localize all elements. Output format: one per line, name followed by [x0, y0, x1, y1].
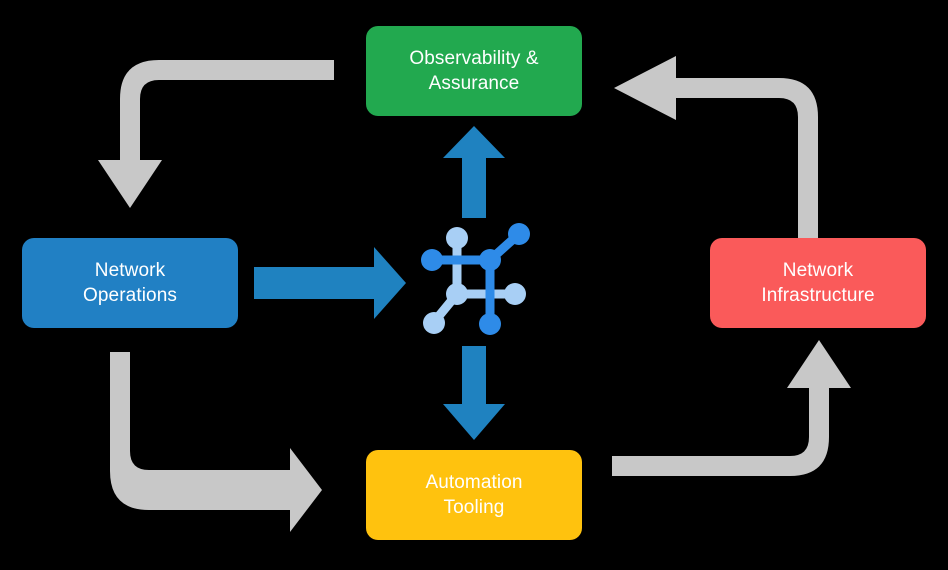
connector-center-to-automation [443, 346, 505, 440]
topology-nodes-light [423, 227, 526, 334]
topology-nodes-dark [421, 223, 530, 335]
node-label-infrastructure: Network Infrastructure [761, 259, 875, 306]
node-label-operations: Network Operations [83, 259, 177, 306]
connector-automation-to-infrastructure [612, 340, 851, 476]
node-box-infrastructure[interactable]: Network Infrastructure [710, 238, 926, 328]
node-box-observability[interactable]: Observability & Assurance [366, 26, 582, 116]
connector-operations-to-center [254, 247, 406, 319]
node-box-operations[interactable]: Network Operations [22, 238, 238, 328]
connector-infrastructure-to-observability [614, 56, 818, 258]
node-label-observability: Observability & Assurance [409, 47, 539, 94]
connector-observability-to-operations [98, 60, 334, 208]
connector-operations-to-automation [110, 352, 322, 532]
node-box-automation[interactable]: Automation Tooling [366, 450, 582, 540]
node-label-automation: Automation Tooling [425, 471, 523, 518]
network-topology-icon [421, 223, 530, 335]
connector-center-to-observability [443, 126, 505, 218]
